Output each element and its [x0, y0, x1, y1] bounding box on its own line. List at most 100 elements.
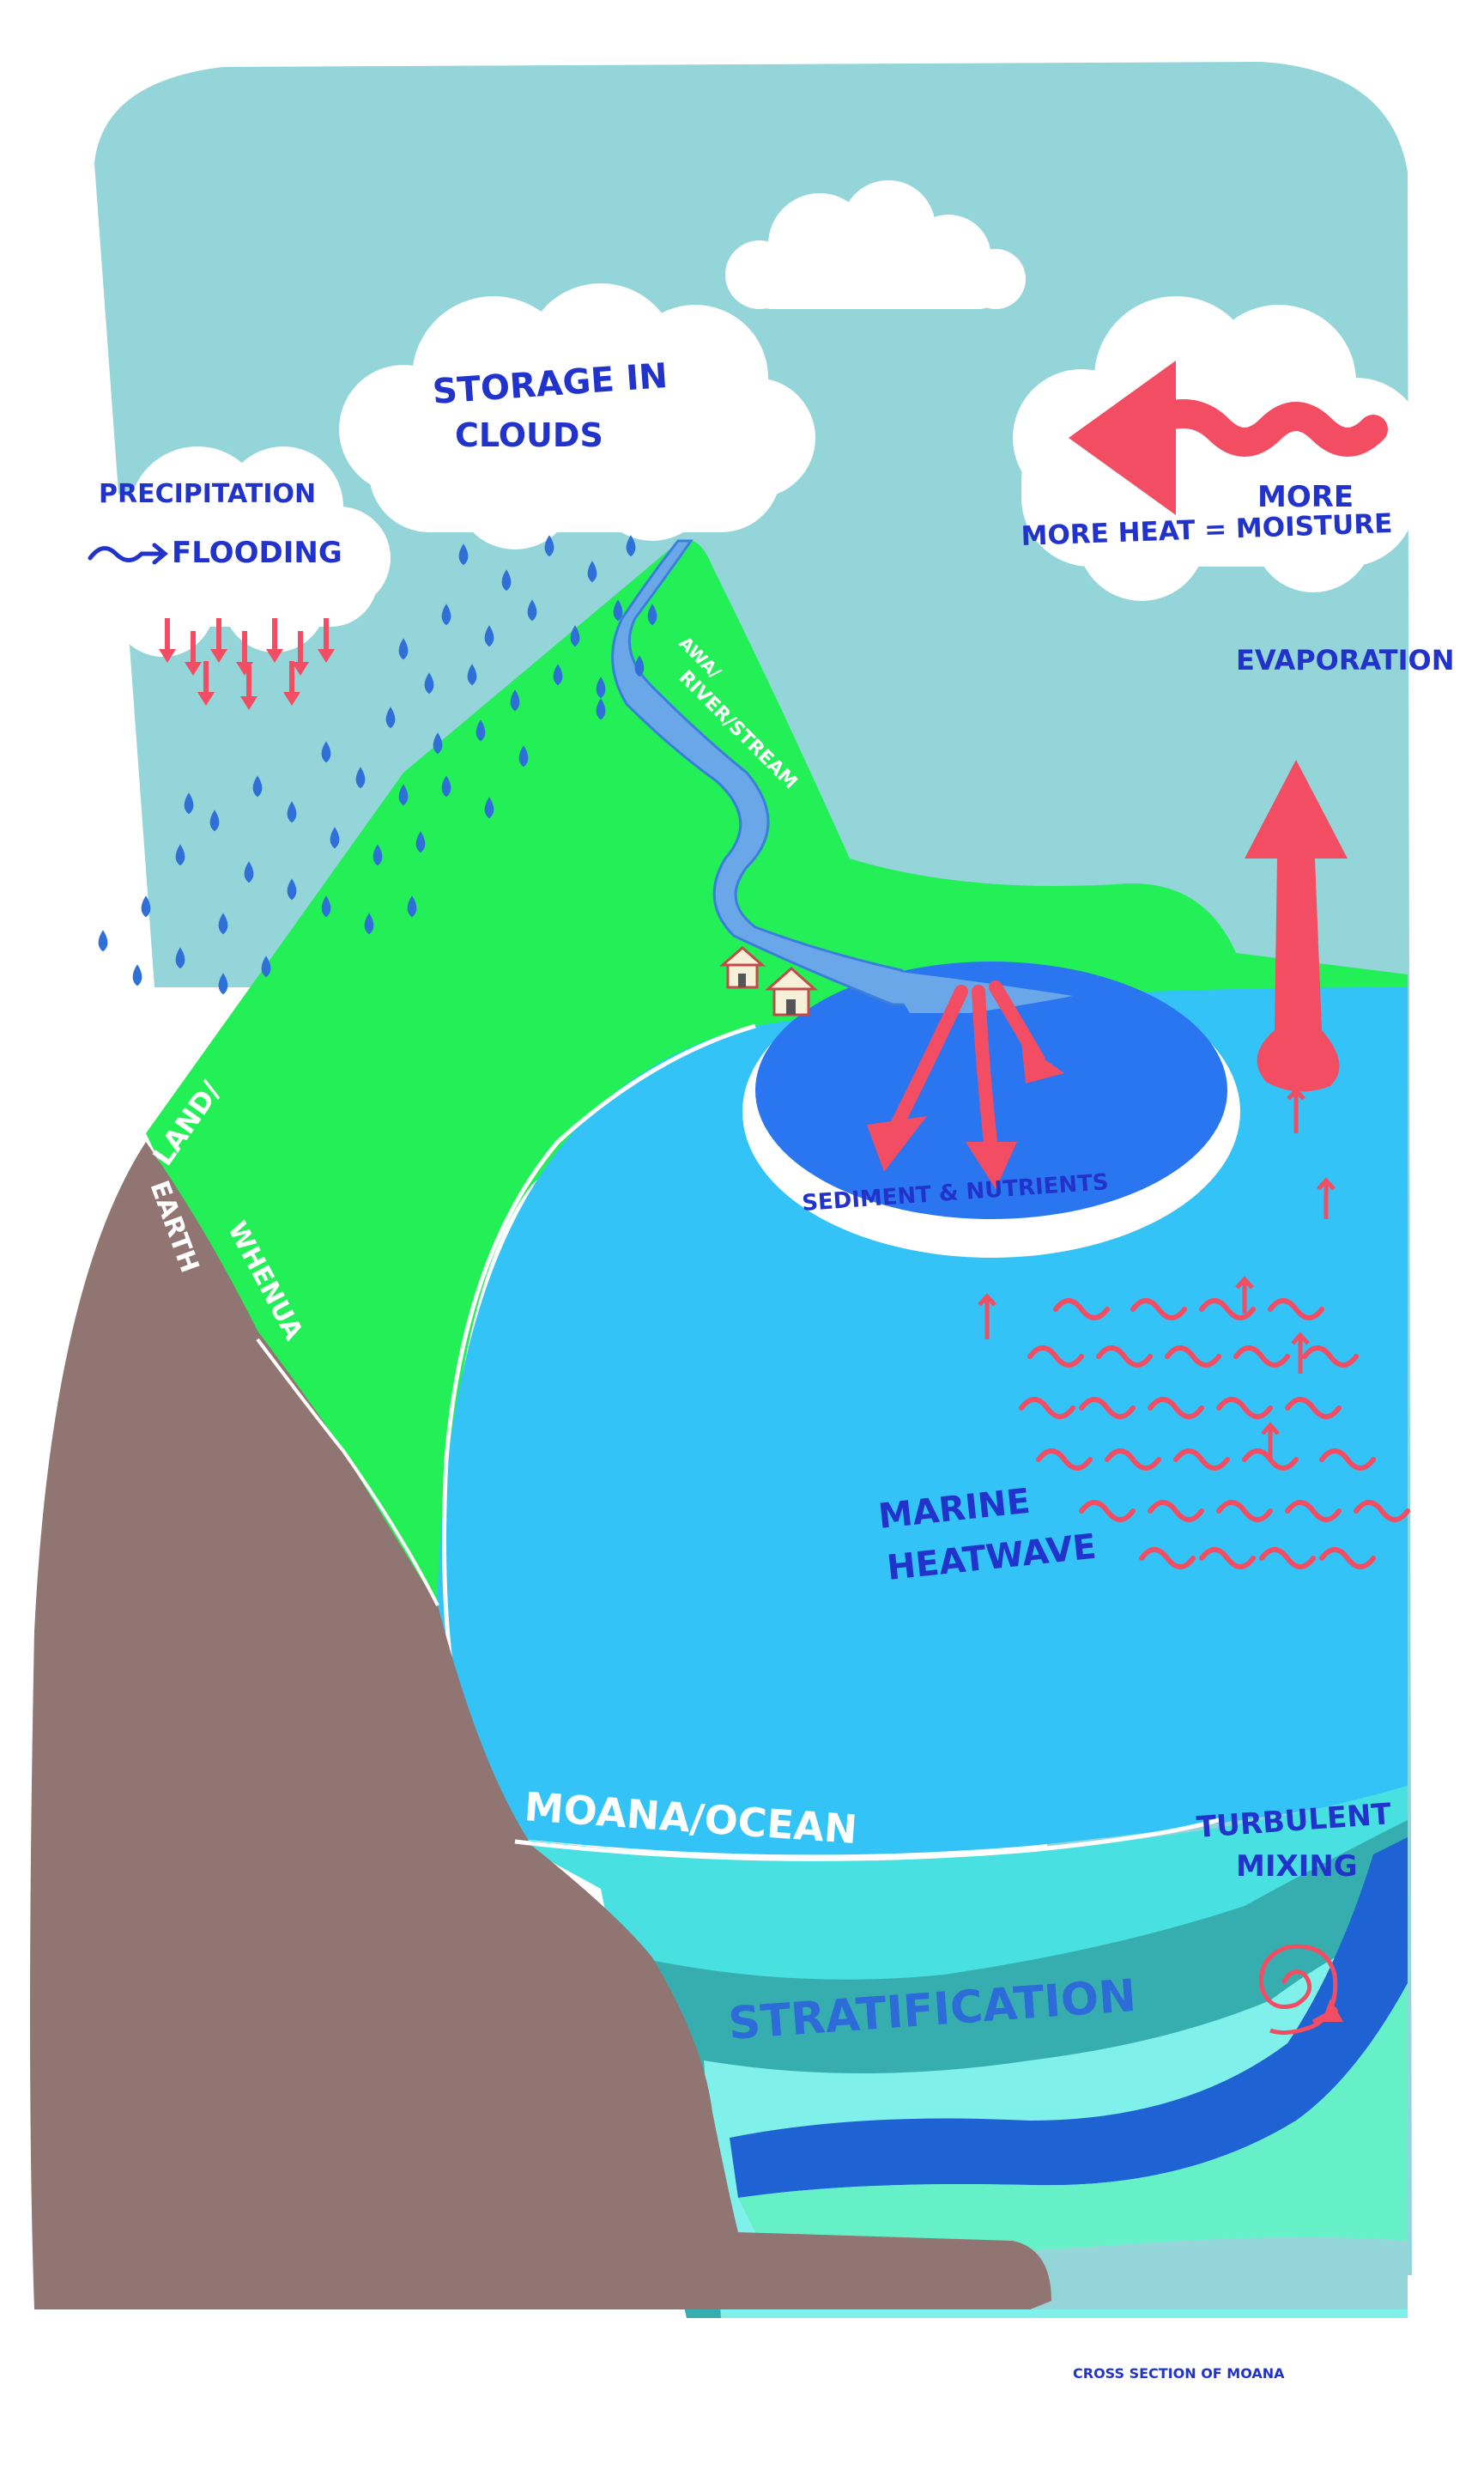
heat-up-arrows: [978, 1087, 1336, 1460]
heatwave-squiggle: [1319, 1547, 1376, 1569]
raindrop-icon: [510, 689, 520, 712]
heatwave-squiggle: [1268, 1298, 1324, 1320]
flood-arrowhead: [283, 692, 300, 706]
raindrop-icon: [475, 719, 486, 742]
heat-up-arrow-icon: [1235, 1276, 1254, 1314]
heatwave-squiggle: [1285, 1500, 1342, 1522]
raindrop-icon: [570, 625, 580, 647]
heatwave-squiggle: [1233, 1345, 1290, 1368]
raindrop-icon: [373, 844, 383, 866]
heatwave-squiggle: [1319, 1448, 1376, 1471]
raindrop-icon: [407, 895, 417, 918]
raindrop-icon: [613, 599, 623, 622]
moana-line: [514, 1818, 1220, 1861]
heatwave-squiggle: [1139, 1547, 1196, 1569]
storage-cloud: [339, 283, 815, 549]
raindrop-icon: [385, 707, 396, 729]
heat-up-arrow-icon: [1287, 1087, 1305, 1133]
raindrop-icon: [364, 913, 374, 935]
raindrop-icon: [433, 732, 443, 755]
flood-arrowhead: [197, 692, 215, 706]
raindrop-icon: [175, 947, 185, 969]
raindrop-icon: [398, 638, 409, 660]
spiral-arrowhead: [1322, 1999, 1343, 2022]
raindrop-icon: [484, 625, 494, 647]
raindrop-icon: [330, 827, 340, 849]
heat-up-arrow-icon: [978, 1293, 996, 1339]
heatwave-squiggle: [1130, 1298, 1187, 1320]
raindrop-icon: [218, 913, 228, 935]
raindrop-icon: [209, 810, 220, 832]
heatwave-squiggle: [1079, 1500, 1136, 1522]
heatwave-squiggle: [1053, 1298, 1110, 1320]
small-cloud: [725, 180, 1026, 309]
flood-arrowhead: [185, 662, 202, 676]
ocean-boundary-line: [442, 1023, 756, 1735]
strat-band-bottom: [772, 2237, 1408, 2309]
raindrop-icon: [287, 878, 297, 901]
flood-arrowhead: [266, 649, 283, 663]
raindrop-icon: [244, 861, 254, 883]
raindrop-icon: [415, 831, 426, 853]
heatwave-squiggle: [1302, 1345, 1359, 1368]
flood-arrowhead: [240, 696, 257, 710]
heatwave-squiggle: [1036, 1448, 1093, 1471]
flood-arrowhead: [318, 649, 335, 663]
house-icon: [718, 946, 766, 989]
strat-band-deep: [730, 1837, 1408, 2198]
storage-label-line2: CLOUDS: [455, 416, 603, 454]
raindrop-icon: [141, 895, 151, 918]
river: [611, 539, 948, 1006]
heatwave-squiggle: [1199, 1547, 1256, 1569]
raindrop-icon: [321, 895, 331, 918]
strat-band-mint: [738, 1983, 1408, 2267]
raindrop-icon: [518, 745, 529, 768]
raindrop-icon: [647, 604, 657, 626]
flood-arrowhead: [210, 649, 227, 663]
heatwave-squiggle: [1105, 1448, 1161, 1471]
heat-up-arrow-icon: [1291, 1332, 1310, 1374]
raindrop-icon: [355, 767, 366, 789]
heatwave-squiggle: [1242, 1448, 1299, 1471]
raindrop-icon: [634, 655, 645, 677]
evaporation-label: EVAPORATION: [1236, 644, 1455, 677]
raindrops: [98, 535, 657, 995]
heatwave-squiggle: [1173, 1448, 1230, 1471]
raindrop-icon: [287, 801, 297, 823]
heat-arrow-icon: [1069, 361, 1388, 515]
raindrop-icon: [544, 535, 554, 557]
land-area: [146, 539, 1408, 1605]
tilde-arrow-icon: [88, 543, 168, 565]
earth-cliff: [30, 1142, 1051, 2309]
heatwave-squiggle: [1096, 1345, 1153, 1368]
raindrop-icon: [501, 569, 512, 592]
heatwave-squiggle: [1148, 1500, 1204, 1522]
raindrop-icon: [218, 973, 228, 995]
raindrop-icon: [184, 792, 194, 815]
heatwave-squiggle: [1079, 1397, 1136, 1419]
raindrop-icon: [458, 543, 469, 566]
raindrop-icon: [467, 664, 477, 686]
raindrop-icon: [441, 775, 451, 798]
raindrop-icon: [261, 956, 271, 978]
evaporation-arrow-icon: [1245, 760, 1348, 1092]
flood-arrowhead: [292, 662, 309, 676]
heatwave-squiggle: [1199, 1298, 1256, 1320]
raindrop-icon: [587, 561, 597, 583]
raindrop-icon: [321, 741, 331, 763]
raindrop-icon: [596, 698, 606, 720]
raindrop-icon: [98, 930, 108, 952]
raindrop-icon: [484, 797, 494, 819]
turbulent-label-line2: MIXING: [1236, 1849, 1358, 1884]
caption-label: CROSS SECTION OF MOANA: [1073, 2365, 1285, 2382]
raindrop-icon: [553, 664, 563, 686]
raindrop-icon: [527, 599, 537, 622]
raindrop-icon: [175, 844, 185, 866]
earth-edge-line: [256, 1338, 439, 1606]
heatwave-squiggle: [1259, 1547, 1316, 1569]
sediment-arrowheads: [867, 1043, 1064, 1189]
heat-up-arrow-icon: [1317, 1177, 1336, 1219]
raindrop-icon: [252, 775, 263, 798]
raindrop-icon: [398, 784, 409, 806]
